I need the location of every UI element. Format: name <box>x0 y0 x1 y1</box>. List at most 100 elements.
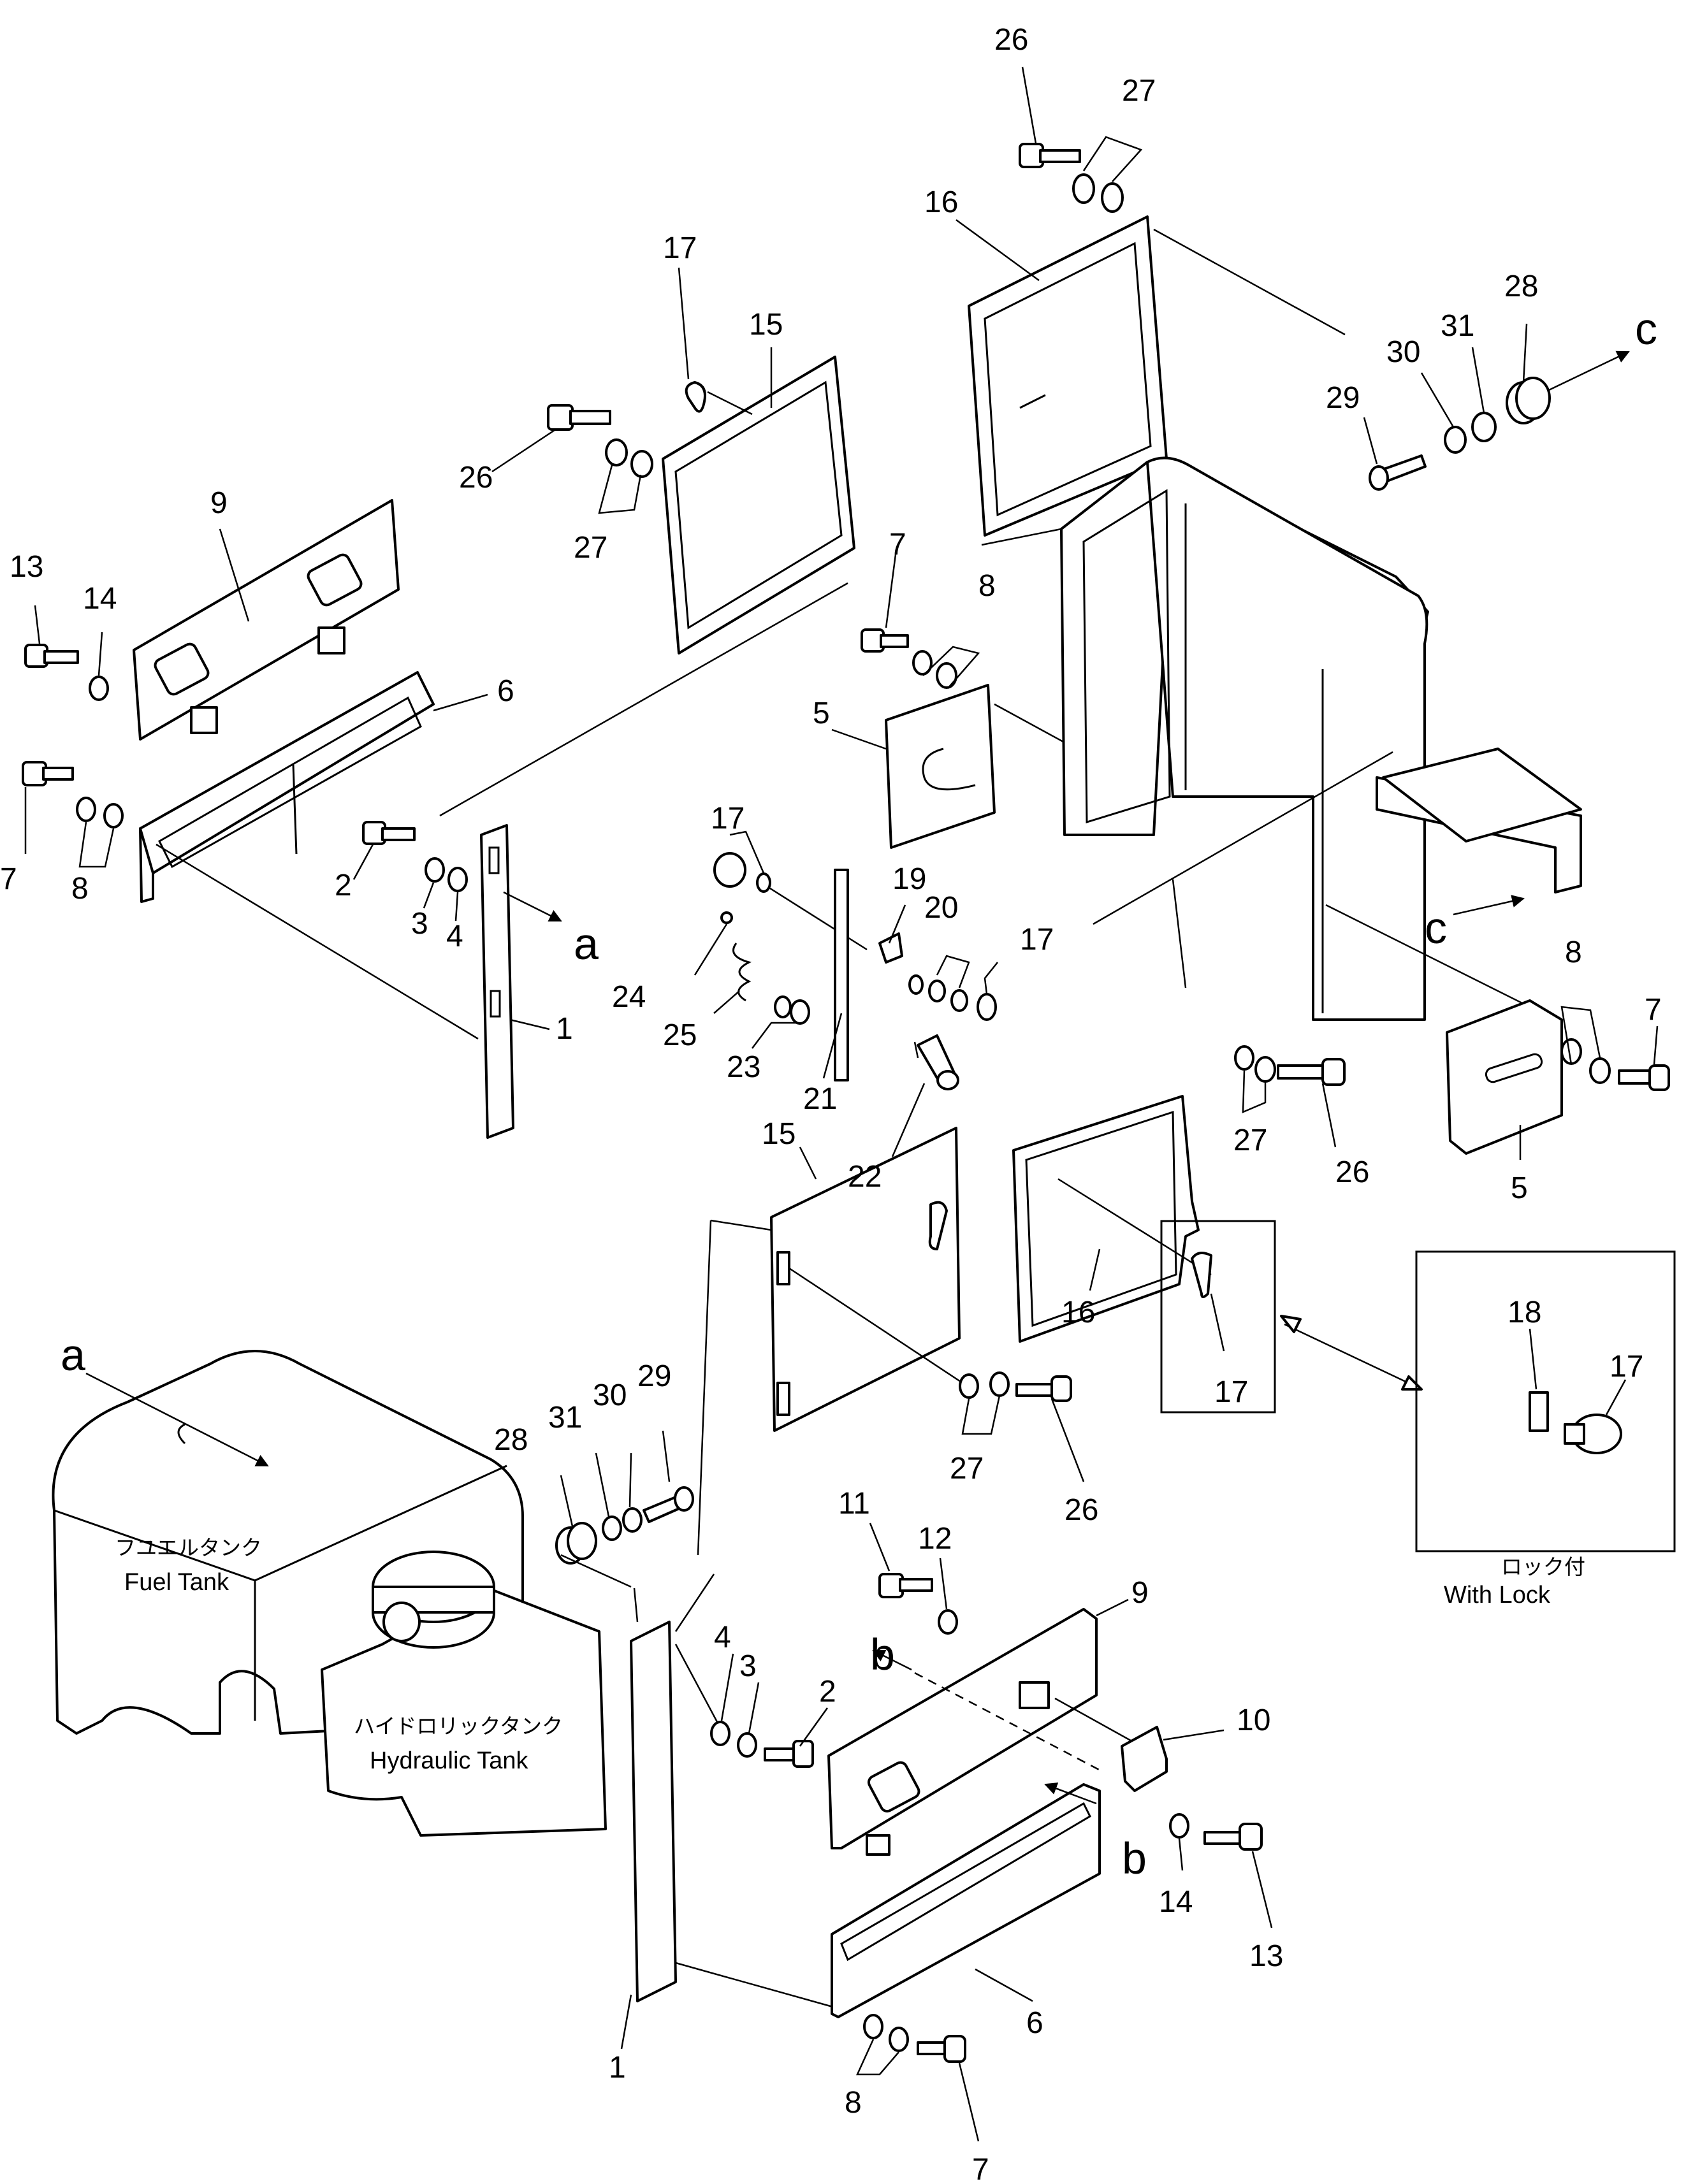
door-15-bottom <box>697 1127 1072 1556</box>
callout-28-b: 28 <box>494 1423 528 1457</box>
inset-caption-en: With Lock <box>1444 1582 1551 1609</box>
callout-11: 11 <box>838 1487 870 1521</box>
callout-26-a: 26 <box>459 461 493 495</box>
lock-10 <box>1121 1726 1225 1792</box>
bolt-7-washers-8-top <box>861 628 957 689</box>
callout-9-a: 9 <box>210 486 228 520</box>
frame-6-bottom <box>831 1782 1101 2018</box>
bolt-11-washer-12 <box>878 1573 958 1635</box>
callout-17-a: 17 <box>663 231 697 265</box>
callout-13-a: 13 <box>10 550 43 584</box>
bolt-2-washers-3-4-bottom <box>710 1721 814 1768</box>
callout-19: 19 <box>892 862 926 896</box>
callout-14-b: 14 <box>1159 1885 1193 1919</box>
callout-24: 24 <box>612 980 646 1014</box>
callout-7-b: 7 <box>889 528 906 561</box>
callout-22: 22 <box>848 1160 882 1194</box>
ref-c-mid: c <box>1425 903 1447 953</box>
panel-9-top <box>133 499 400 741</box>
callout-26-top: 26 <box>994 23 1028 57</box>
inset-caption-jp: ロック付 <box>1501 1554 1585 1579</box>
callout-9-b: 9 <box>1131 1576 1149 1610</box>
callout-29-right: 29 <box>1326 381 1360 415</box>
tank-labels: フユエルタンク Fuel Tank ハイドロリックタンク Hydraulic T… <box>115 1535 563 1774</box>
panel-9-bottom <box>827 1608 1142 1856</box>
callout-18: 18 <box>1508 1296 1541 1329</box>
frame-6-top <box>139 671 479 1040</box>
callout-20: 20 <box>924 891 958 925</box>
callout-26-c: 26 <box>1065 1493 1098 1527</box>
post-1-top <box>480 824 562 1139</box>
callout-15-b: 15 <box>762 1117 796 1151</box>
bolt-7-washers-8-bottom <box>863 2014 966 2063</box>
cover-c <box>1382 748 1582 916</box>
spacer-screw-bottom <box>555 1486 694 1623</box>
bolt-13-washer-14 <box>24 644 109 701</box>
reference-letters: a a b b c c <box>61 304 1657 1883</box>
fuel-tank-label-en: Fuel Tank <box>124 1569 229 1596</box>
callout-5-b: 5 <box>1511 1171 1528 1205</box>
hydraulic-tank-label-en: Hydraulic Tank <box>370 1747 529 1774</box>
callout-17-c: 17 <box>1020 923 1054 957</box>
bolt-2-washers-3-4-top <box>362 821 468 892</box>
callout-13-b: 13 <box>1249 1939 1283 1973</box>
top-bolt-26 <box>1019 143 1124 213</box>
callout-17-b: 17 <box>711 802 745 835</box>
callout-27-c: 27 <box>950 1452 984 1486</box>
bolt-7-washers-8-left <box>22 761 124 828</box>
callout-8-c: 8 <box>1565 936 1582 969</box>
callout-28-right: 28 <box>1504 270 1538 303</box>
callout-23: 23 <box>727 1050 760 1084</box>
callout-1-b: 1 <box>609 2051 626 2085</box>
callout-7-a: 7 <box>0 862 17 896</box>
callout-29-b: 29 <box>637 1359 671 1393</box>
callout-8-a: 8 <box>71 872 89 906</box>
callout-27-a: 27 <box>574 531 607 565</box>
housing <box>981 456 1582 1021</box>
callout-4-b: 4 <box>714 1621 731 1654</box>
callout-10: 10 <box>1237 1703 1270 1737</box>
bolt-13-washer-14-bottom <box>1169 1813 1263 1851</box>
plate-5-top <box>885 684 1065 849</box>
callout-numbers: 26 27 16 28 31 30 29 17 15 26 27 9 13 14… <box>0 23 1662 2184</box>
callout-30-right: 30 <box>1386 335 1420 369</box>
screw-29-30-31-28-right <box>1369 351 1630 491</box>
callout-16-b: 16 <box>1061 1296 1095 1329</box>
callout-12: 12 <box>918 1522 952 1556</box>
callout-31-b: 31 <box>548 1401 582 1435</box>
callout-17-e: 17 <box>1610 1350 1643 1384</box>
latch-mechanism <box>713 852 997 1090</box>
callout-4-a: 4 <box>446 920 463 953</box>
bolt-26-washers-27-left <box>547 404 653 478</box>
callout-16-top: 16 <box>924 185 958 219</box>
leader-lines <box>24 66 1659 2142</box>
callout-3-b: 3 <box>739 1649 757 1683</box>
callout-8-d: 8 <box>845 2086 862 2120</box>
callout-17-d: 17 <box>1214 1375 1248 1409</box>
callout-27-top: 27 <box>1122 74 1156 108</box>
callout-21: 21 <box>803 1082 837 1116</box>
hydraulic-tank-label-jp: ハイドロリックタンク <box>354 1714 563 1739</box>
callout-2-b: 2 <box>819 1675 836 1709</box>
callout-30-b: 30 <box>593 1378 627 1412</box>
callout-7-d: 7 <box>972 2153 989 2184</box>
callout-26-b: 26 <box>1335 1155 1369 1189</box>
callout-7-c: 7 <box>1645 993 1662 1027</box>
callout-1-a: 1 <box>556 1012 573 1046</box>
callout-2-a: 2 <box>335 869 352 902</box>
callout-27-b: 27 <box>1233 1124 1267 1157</box>
callout-6-b: 6 <box>1026 2006 1043 2040</box>
post-1-bottom <box>630 1573 836 2009</box>
ref-b-lower: b <box>1122 1833 1147 1883</box>
callout-25: 25 <box>663 1018 697 1052</box>
door-16-mid <box>1012 1045 1346 1343</box>
callout-6-a: 6 <box>497 674 514 708</box>
inset-caption: ロック付 With Lock <box>1444 1554 1585 1609</box>
hydraulic-tank <box>321 1551 607 1837</box>
ref-c-right: c <box>1635 304 1657 354</box>
callout-5-a: 5 <box>813 697 830 730</box>
plate-5-right <box>1446 999 1670 1155</box>
callout-15-a: 15 <box>749 308 783 342</box>
ref-a-upper: a <box>574 919 599 969</box>
